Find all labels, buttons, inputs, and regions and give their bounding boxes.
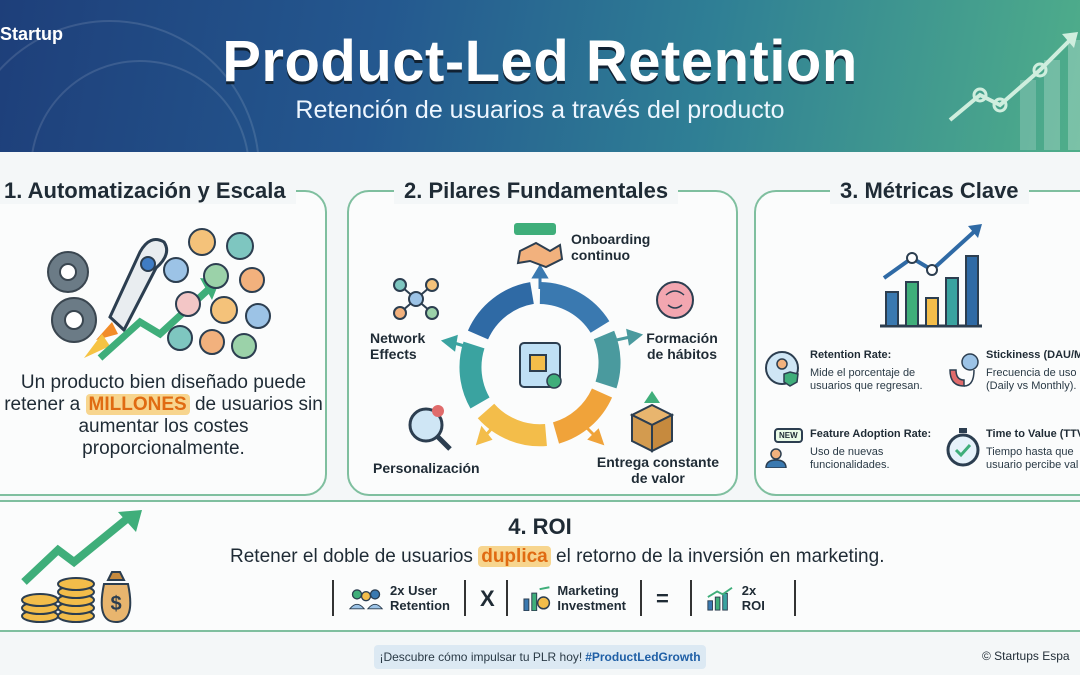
metric-adoption-name: Feature Adoption Rate: [810, 428, 932, 440]
rocket-icon [84, 238, 169, 358]
roi-description: Retener el doble de usuarios duplica el … [230, 546, 884, 568]
roi-times-operator: X [480, 586, 495, 611]
header-banner: Startup Product-Led Retention Retención … [0, 0, 1080, 152]
metric-stickiness-desc: Frecuencia de uso [986, 367, 1077, 379]
page-title: Product-Led Retention [222, 29, 858, 94]
automation-text-part: de usuarios sin aumentar los costes prop… [78, 394, 323, 459]
roi-eq-line: Marketing [557, 583, 619, 598]
section-automation-title: 1. Automatización y Escala [0, 178, 296, 204]
new-badge-label: NEW [774, 428, 803, 443]
metric-retention-name: Retention Rate: [810, 349, 892, 361]
shield-user-icon [765, 351, 799, 387]
magnet-user-icon [949, 353, 979, 387]
box-icon [629, 391, 675, 453]
product-box-icon [519, 342, 562, 389]
roi-eq-line: 2x User [390, 583, 438, 598]
brain-icon [656, 281, 694, 319]
pillar-personalization: Personalización [373, 460, 480, 476]
metric-stickiness-name: Stickiness (DAU/M [986, 349, 1080, 361]
metric-adoption-desc: funcionalidades. [810, 459, 890, 471]
roi-equals-operator: = [656, 586, 669, 611]
pillar-onboarding: Onboarding continuo [571, 231, 651, 263]
network-icon [393, 278, 439, 320]
automation-highlight: MILLONES [85, 394, 190, 415]
svg-text:$: $ [110, 593, 121, 615]
metric-ttv-desc: Tiempo hasta que [986, 446, 1074, 458]
roi-eq-result: 2x ROI [690, 580, 796, 616]
brand-logo-text: Startup [0, 24, 63, 44]
automation-description: Un producto bien diseñado puede retener … [0, 372, 327, 460]
footer-hashtag[interactable]: #ProductLedGrowth [585, 650, 701, 664]
roi-highlight: duplica [478, 546, 551, 567]
pillars-cycle-diagram [393, 223, 694, 453]
roi-text-part: el retorno de la inversión en marketing. [550, 546, 885, 567]
magnifier-icon [408, 405, 452, 451]
roi-eq-result-label: 2x ROI [741, 583, 765, 613]
roi-growth-icon [707, 587, 733, 611]
section-pillars-title: 2. Pilares Fundamentales [394, 178, 679, 204]
metric-retention-desc: usuarios que regresan. [810, 380, 923, 392]
automation-text-part: Un producto bien diseñado puede retener … [4, 372, 307, 415]
pillar-delivery: Entrega constante de valor [596, 454, 720, 486]
page-subtitle: Retención de usuarios a través del produ… [295, 96, 785, 124]
roi-eq-line: Investment [557, 598, 626, 613]
users-network-icon [163, 228, 271, 359]
metrics-bar-chart-icon [880, 224, 982, 328]
section-roi-title: 4. ROI [508, 514, 572, 539]
footer-copyright: © Startups Espa [982, 649, 1070, 663]
rocket-growth-illustration [47, 228, 271, 361]
money-growth-icon: $ [21, 510, 142, 624]
metric-ttv-name: Time to Value (TTV [986, 428, 1080, 440]
roi-text-part: Retener el doble de usuarios [230, 546, 479, 567]
users-group-icon [348, 589, 384, 610]
metric-stickiness-desc: (Daily vs Monthly). [986, 380, 1077, 392]
handshake-icon [514, 223, 564, 269]
stopwatch-icon [946, 428, 980, 467]
pillar-network-effects: Network Effects [370, 330, 426, 362]
investment-chart-icon [523, 586, 551, 611]
roi-eq-line: Retention [390, 598, 450, 613]
section-metrics-title: 3. Métricas Clave [830, 178, 1029, 204]
metric-ttv-desc: usuario percibe val [986, 459, 1079, 471]
new-badge-icon: NEW [764, 428, 804, 468]
footer-cta[interactable]: ¡Descubre cómo impulsar tu PLR hoy!#Prod… [374, 645, 706, 669]
pillar-habits: Formación de hábitos [646, 330, 718, 362]
metric-adoption-desc: Uso de nuevas [810, 446, 884, 458]
growth-chart-icon [948, 32, 1080, 150]
metric-retention-desc: Mide el porcentaje de [810, 367, 916, 379]
footer-cta-text: ¡Descubre cómo impulsar tu PLR hoy! [379, 650, 583, 664]
gear-icon [47, 251, 97, 343]
